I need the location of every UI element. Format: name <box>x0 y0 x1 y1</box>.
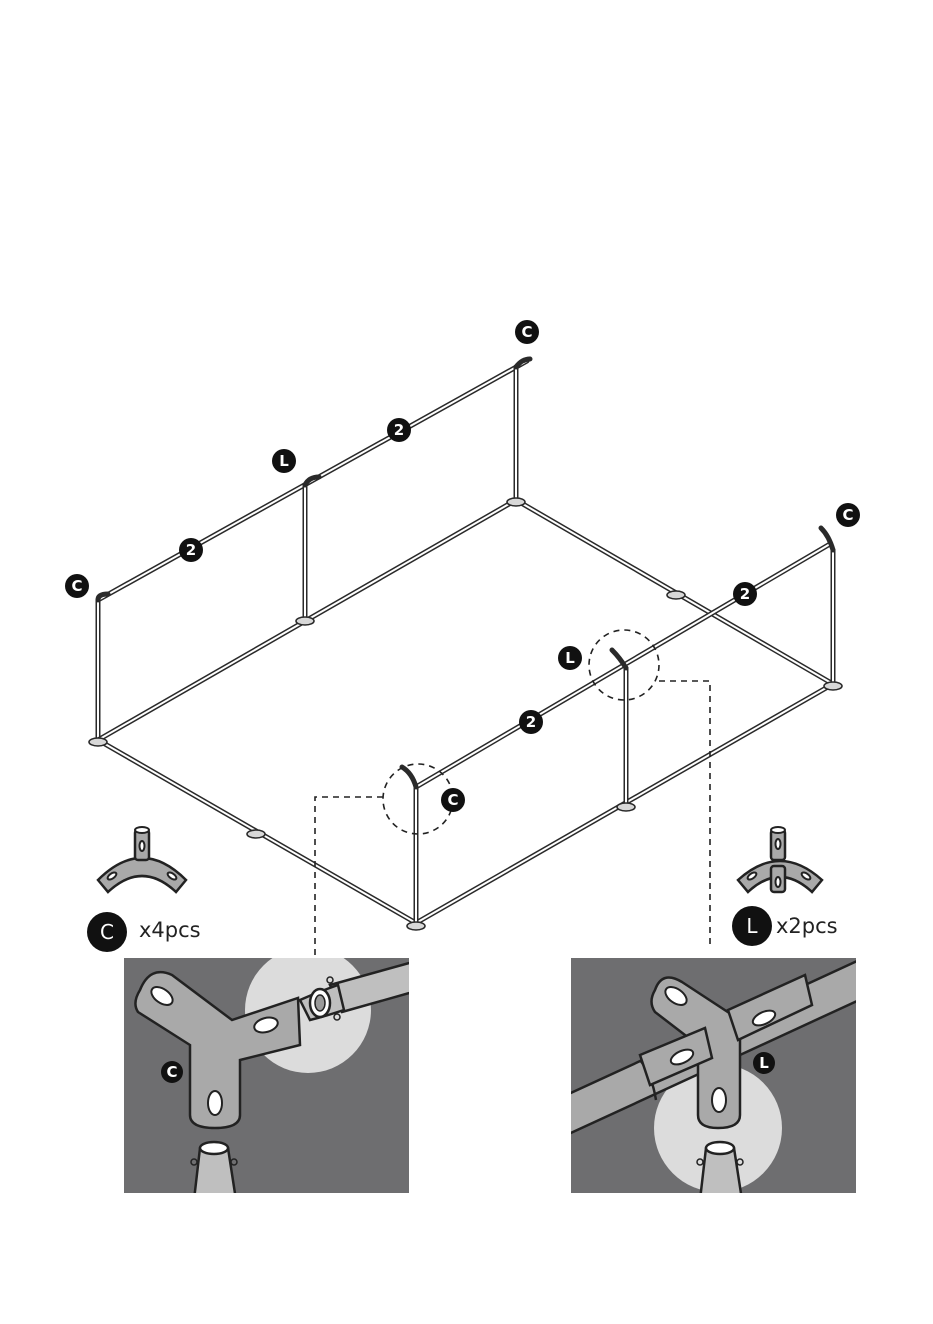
corner-marker-front-right: C <box>836 503 860 527</box>
leader-l <box>659 681 710 948</box>
detail-corner-marker: C <box>166 1063 177 1081</box>
l-marker-front: L <box>558 646 582 670</box>
svg-text:L: L <box>279 452 289 470</box>
frame <box>98 359 833 923</box>
legend-l-badge-text: L <box>746 914 758 938</box>
svg-text:C: C <box>521 323 532 341</box>
svg-text:2: 2 <box>526 713 536 731</box>
feet <box>89 498 842 930</box>
pipe-marker-front-1: 2 <box>733 582 757 606</box>
svg-text:2: 2 <box>740 585 750 603</box>
legend-l: L x2pcs <box>732 827 838 946</box>
pipe-marker-front-2: 2 <box>519 710 543 734</box>
l-marker-back: L <box>272 449 296 473</box>
corner-marker-front-left: C <box>441 788 465 812</box>
foot-pad-icon <box>667 591 685 599</box>
detail-panel-corner: C <box>124 947 420 1200</box>
detail-l-marker: L <box>759 1054 769 1072</box>
foot-pad-icon <box>407 922 425 930</box>
legend-corner: C x4pcs <box>87 827 201 952</box>
leader-corner <box>315 797 383 958</box>
pipe-marker-back-2: 2 <box>179 538 203 562</box>
svg-text:C: C <box>71 577 82 595</box>
corner-marker-back-left: C <box>65 574 89 598</box>
l-connector-icon <box>738 827 822 892</box>
corner-connector-icon <box>98 827 186 892</box>
foot-pad-icon <box>617 803 635 811</box>
legend-l-quantity: x2pcs <box>776 914 838 938</box>
svg-text:2: 2 <box>394 421 404 439</box>
pipe-marker-back-1: 2 <box>387 418 411 442</box>
svg-text:C: C <box>447 791 458 809</box>
legend-corner-badge-text: C <box>100 920 114 944</box>
foot-pad-icon <box>247 830 265 838</box>
callouts <box>315 630 710 958</box>
foot-pad-icon <box>507 498 525 506</box>
corner-stub-front-left <box>402 767 416 787</box>
foot-pad-icon <box>89 738 107 746</box>
foot-pad-icon <box>824 682 842 690</box>
legend-corner-quantity: x4pcs <box>139 918 201 942</box>
detail-panel-l: L <box>560 955 870 1200</box>
svg-text:C: C <box>842 506 853 524</box>
foot-pad-icon <box>296 617 314 625</box>
corner-marker-back-right: C <box>515 320 539 344</box>
svg-text:L: L <box>565 649 575 667</box>
l-stub-back <box>305 477 319 485</box>
svg-text:2: 2 <box>186 541 196 559</box>
